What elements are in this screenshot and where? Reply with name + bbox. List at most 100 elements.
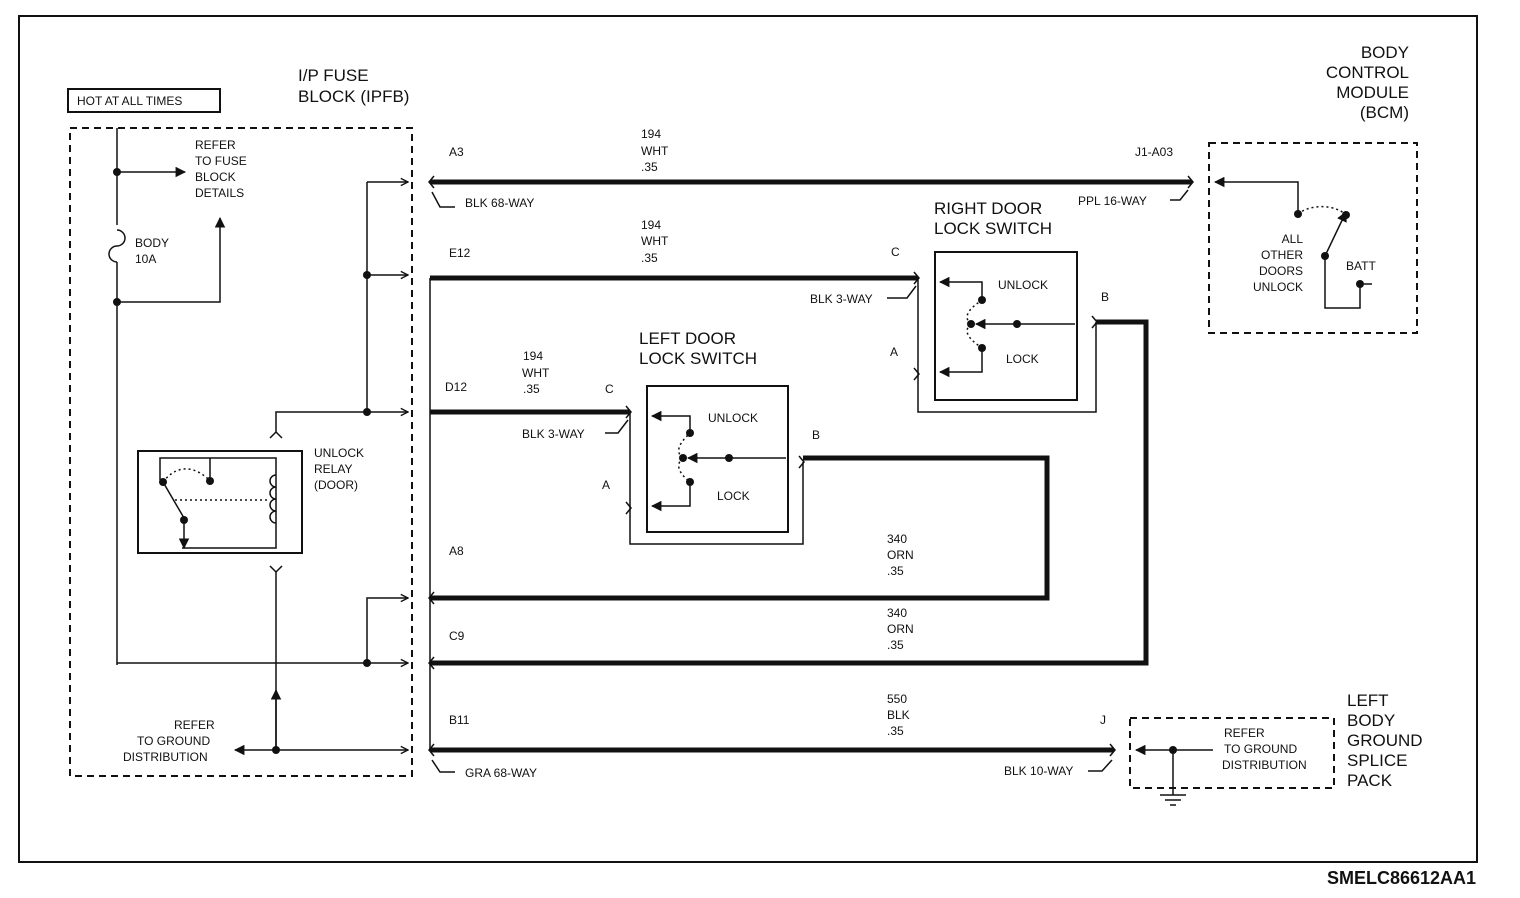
bcm-pin: J1-A03: [1135, 145, 1173, 159]
svg-text:TO GROUND: TO GROUND: [137, 734, 210, 748]
svg-text:BLOCK (IPFB): BLOCK (IPFB): [298, 87, 409, 106]
svg-text:BLK 68-WAY: BLK 68-WAY: [465, 196, 534, 210]
svg-text:LOCK: LOCK: [1006, 352, 1039, 366]
svg-text:TO GROUND: TO GROUND: [1224, 742, 1297, 756]
svg-text:PACK: PACK: [1347, 771, 1393, 790]
svg-text:MODULE: MODULE: [1336, 83, 1409, 102]
svg-text:ORN: ORN: [887, 548, 914, 562]
svg-text:194: 194: [641, 218, 661, 232]
svg-text:WHT: WHT: [641, 144, 669, 158]
svg-text:BLOCK: BLOCK: [195, 170, 236, 184]
svg-text:HOT AT ALL TIMES: HOT AT ALL TIMES: [77, 94, 182, 108]
svg-text:LOCK SWITCH: LOCK SWITCH: [639, 349, 757, 368]
svg-text:DISTRIBUTION: DISTRIBUTION: [123, 750, 208, 764]
wire-340-c9: 340 ORN .35: [428, 319, 1149, 670]
wire-194-left-switch: 194 WHT .35 C BLK 3-WAY: [430, 349, 632, 441]
svg-text:LOCK SWITCH: LOCK SWITCH: [934, 219, 1052, 238]
fuse-circuit: BODY 10A REFER TO FUSE BLOCK DETAILS: [108, 128, 247, 665]
pin-a8: A8: [449, 544, 464, 558]
wire-194-right-switch: 194 WHT .35 C BLK 3-WAY: [429, 218, 920, 750]
diagram-code: SMELC86612AA1: [1327, 868, 1476, 888]
svg-text:RELAY: RELAY: [314, 462, 352, 476]
svg-text:GROUND: GROUND: [1347, 731, 1423, 750]
bcm: BODY CONTROL MODULE (BCM) BATT ALL OTHER…: [1208, 43, 1418, 334]
pin-c9: C9: [449, 629, 465, 643]
svg-text:BODY: BODY: [1347, 711, 1395, 730]
svg-text:(BCM): (BCM): [1360, 103, 1409, 122]
svg-text:340: 340: [887, 532, 907, 546]
svg-text:WHT: WHT: [522, 366, 550, 380]
svg-text:RIGHT DOOR: RIGHT DOOR: [934, 199, 1042, 218]
svg-text:ORN: ORN: [887, 622, 914, 636]
left-door-lock-switch: LEFT DOOR LOCK SWITCH A UNLOCK LOCK B: [602, 329, 820, 545]
svg-text:.35: .35: [523, 382, 540, 396]
svg-text:DOORS: DOORS: [1259, 264, 1303, 278]
ground-icon: [1160, 794, 1186, 806]
svg-text:LOCK: LOCK: [717, 489, 750, 503]
svg-text:.35: .35: [641, 251, 658, 265]
fuse-symbol: [108, 229, 126, 263]
ipfb-title: I/P FUSE BLOCK (IPFB): [298, 66, 409, 106]
svg-text:550: 550: [887, 692, 907, 706]
hot-at-all-times-label: HOT AT ALL TIMES: [67, 88, 221, 113]
svg-text:REFER: REFER: [195, 138, 236, 152]
pin-b11: B11: [449, 713, 470, 727]
svg-text:BLK 3-WAY: BLK 3-WAY: [810, 292, 873, 306]
svg-text:ALL: ALL: [1282, 232, 1304, 246]
svg-text:A: A: [602, 478, 610, 492]
svg-text:C: C: [891, 245, 900, 259]
pin-a3: A3: [449, 145, 464, 159]
svg-text:DETAILS: DETAILS: [195, 186, 244, 200]
right-door-lock-switch: RIGHT DOOR LOCK SWITCH A UNLOCK LOCK B: [890, 199, 1109, 413]
svg-text:GRA 68-WAY: GRA 68-WAY: [465, 766, 537, 780]
wire-194-bcm: 194 WHT .35 BLK 68-WAY J1-A03 PPL 16-WAY: [428, 127, 1194, 210]
pin-e12: E12: [449, 246, 471, 260]
svg-text:BLK 10-WAY: BLK 10-WAY: [1004, 764, 1073, 778]
svg-text:.35: .35: [887, 638, 904, 652]
svg-text:A: A: [890, 345, 898, 359]
svg-text:LEFT: LEFT: [1347, 691, 1389, 710]
svg-text:J: J: [1100, 713, 1106, 727]
svg-text:UNLOCK: UNLOCK: [708, 411, 758, 425]
fuse-name: BODY: [135, 236, 169, 250]
svg-text:CONTROL: CONTROL: [1326, 63, 1409, 82]
svg-text:194: 194: [523, 349, 543, 363]
svg-text:PPL 16-WAY: PPL 16-WAY: [1078, 194, 1147, 208]
svg-text:BATT: BATT: [1346, 259, 1376, 273]
left-body-ground-splice-pack: REFER TO GROUND DISTRIBUTION LEFT BODY G…: [1129, 691, 1423, 806]
svg-text:WHT: WHT: [641, 234, 669, 248]
svg-text:SPLICE: SPLICE: [1347, 751, 1407, 770]
svg-text:UNLOCK: UNLOCK: [314, 446, 364, 460]
svg-text:LEFT DOOR: LEFT DOOR: [639, 329, 736, 348]
svg-text:.35: .35: [641, 160, 658, 174]
ipfb-box: [69, 127, 413, 777]
ipfb-internal-bus: [117, 182, 408, 756]
svg-text:BLK 3-WAY: BLK 3-WAY: [522, 427, 585, 441]
svg-text:340: 340: [887, 606, 907, 620]
svg-text:194: 194: [641, 127, 661, 141]
fuse-rating: 10A: [135, 252, 156, 266]
svg-text:REFER: REFER: [1224, 726, 1265, 740]
svg-text:I/P FUSE: I/P FUSE: [298, 66, 369, 85]
wire-550-ground: 550 BLK .35 GRA 68-WAY J BLK 10-WAY: [428, 692, 1116, 780]
svg-text:UNLOCK: UNLOCK: [998, 278, 1048, 292]
wire-340-a8: 340 ORN .35: [428, 455, 1050, 605]
svg-text:C: C: [605, 382, 614, 396]
svg-text:OTHER: OTHER: [1261, 248, 1303, 262]
pin-d12: D12: [445, 380, 467, 394]
diagram-border: [18, 15, 1478, 863]
svg-text:.35: .35: [887, 724, 904, 738]
svg-text:UNLOCK: UNLOCK: [1253, 280, 1303, 294]
unlock-relay: UNLOCK RELAY (DOOR): [137, 446, 364, 554]
svg-text:.35: .35: [887, 564, 904, 578]
svg-text:B: B: [1101, 290, 1109, 304]
svg-text:BLK: BLK: [887, 708, 910, 722]
svg-text:B: B: [812, 428, 820, 442]
relay-coil: [269, 474, 277, 524]
svg-text:DISTRIBUTION: DISTRIBUTION: [1222, 758, 1307, 772]
svg-text:BODY: BODY: [1361, 43, 1409, 62]
svg-text:TO FUSE: TO FUSE: [195, 154, 247, 168]
ground-ref-left: REFER: [174, 718, 215, 732]
svg-text:(DOOR): (DOOR): [314, 478, 358, 492]
